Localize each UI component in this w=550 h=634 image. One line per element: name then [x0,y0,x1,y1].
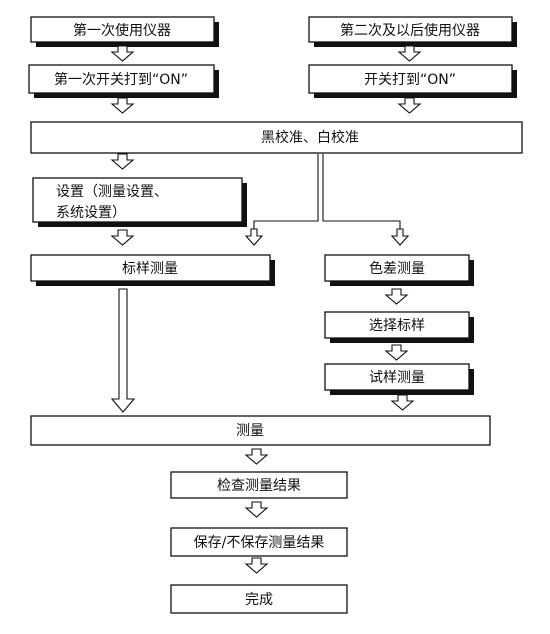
node-sample-measure: 试样测量 [324,363,474,395]
node-save-results: 保存/不保存测量结果 [170,527,348,557]
node-measure-label: 测量 [236,423,264,439]
down-arrow-icon [244,448,269,465]
node-first-use-label: 第一次使用仪器 [73,22,171,39]
node-measure: 测量 [30,415,491,446]
down-arrow-icon [397,45,422,62]
node-done-label: 完成 [245,592,273,608]
down-arrow-icon [390,228,410,246]
node-calibration-label: 黑校准、白校准 [261,129,359,146]
node-switch-on-first-label: 第一次开关打到“ON” [54,71,188,88]
node-switch-on-first: 第一次开关打到“ON” [28,64,219,98]
node-check-results-label: 检查测量结果 [217,478,301,494]
down-arrow-icon [244,228,264,246]
node-settings: 设置（测量设置、 系统设置） [32,177,247,227]
long-down-arrow-icon [110,288,136,413]
node-second-use: 第二次及以后使用仪器 [308,16,517,47]
node-calibration: 黑校准、白校准 [30,121,523,154]
down-arrow-icon [244,501,269,518]
node-color-diff-measure: 色差测量 [324,254,474,286]
node-select-standard-label: 选择标样 [369,318,425,334]
node-check-results: 检查测量结果 [170,471,348,499]
down-arrow-icon [110,45,135,62]
node-settings-label-line1: 设置（测量设置、 [56,184,168,200]
node-second-use-label: 第二次及以后使用仪器 [340,22,480,39]
down-arrow-icon [384,344,409,361]
node-select-standard: 选择标样 [324,311,474,343]
down-arrow-icon [110,229,135,246]
node-sample-measure-label: 试样测量 [369,370,425,386]
down-arrow-icon [397,97,422,114]
down-arrow-icon [384,288,409,305]
node-switch-on-label: 开关打到“ON” [364,71,456,88]
down-arrow-icon [390,394,415,411]
node-save-results-label: 保存/不保存测量结果 [194,535,325,551]
down-arrow-icon [110,97,135,114]
node-first-use: 第一次使用仪器 [30,16,219,47]
node-done: 完成 [170,584,348,614]
down-arrow-icon [110,153,135,170]
node-settings-label-line2: 系统设置） [56,205,126,221]
branch-connector [244,154,410,246]
node-color-diff-measure-label: 色差测量 [369,260,425,277]
node-standard-measure: 标样测量 [30,254,275,286]
node-standard-measure-label: 标样测量 [122,261,178,277]
down-arrow-icon [244,557,269,574]
node-switch-on: 开关打到“ON” [308,64,517,98]
